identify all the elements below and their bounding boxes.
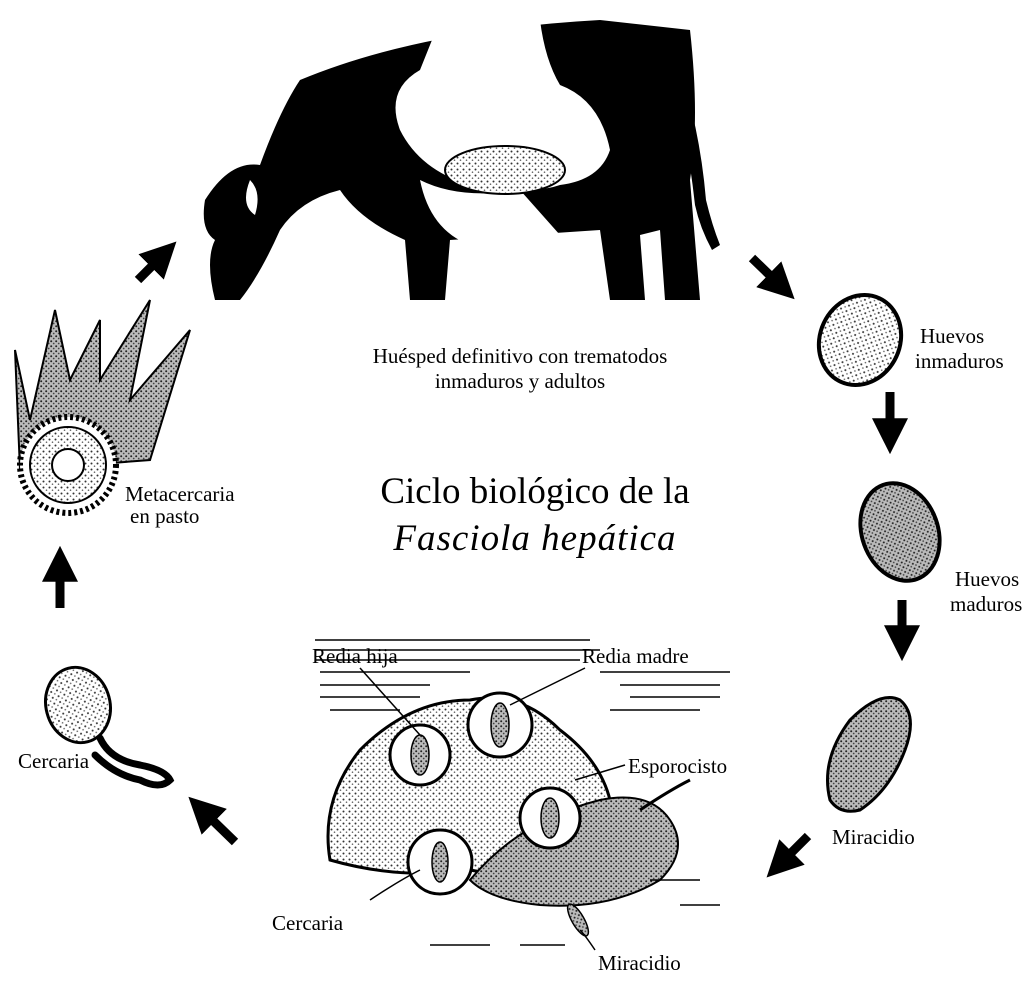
diagram-title-line1: Ciclo biológico de la — [340, 470, 730, 513]
host-label-line2: inmaduros y adultos — [330, 370, 710, 393]
metacercaria-label-line1: Metacercaria — [125, 483, 235, 506]
immature-eggs-label-line2: inmaduros — [915, 350, 1004, 373]
arrow-miracidium-to-snail — [778, 836, 808, 866]
immature-eggs-label-line1: Huevos — [920, 325, 984, 348]
metacercaria-label-line2: en pasto — [130, 505, 199, 528]
arrow-snail-to-cercaria — [200, 808, 235, 842]
mature-eggs-label-line1: Huevos — [955, 568, 1019, 591]
miracidium-icon — [828, 698, 911, 812]
mature-egg-icon — [847, 472, 953, 592]
mature-eggs-label-line2: maduros — [950, 593, 1022, 616]
daughter-redia-label: Redia hija — [312, 645, 398, 668]
miracidium-label: Miracidio — [832, 826, 915, 849]
immature-egg-icon — [804, 281, 915, 398]
snail-intermediate-host-illustration — [315, 640, 730, 950]
arrow-metacercaria-to-cow — [138, 253, 165, 280]
host-label-line1: Huésped definitivo con trematodos — [330, 345, 710, 368]
snail-cercaria-label: Cercaria — [272, 912, 343, 935]
sporocyst-label: Esporocisto — [628, 755, 727, 778]
cercaria-label: Cercaria — [18, 750, 89, 773]
adult-fluke-icon — [445, 146, 565, 194]
cow-host-illustration — [204, 20, 720, 300]
diagram-title-line2: Fasciola hepática — [340, 517, 730, 560]
snail-miracidium-label: Miracidio — [598, 952, 681, 975]
mother-redia-label: Redia madre — [582, 645, 689, 668]
arrow-cow-to-eggs — [752, 258, 783, 288]
